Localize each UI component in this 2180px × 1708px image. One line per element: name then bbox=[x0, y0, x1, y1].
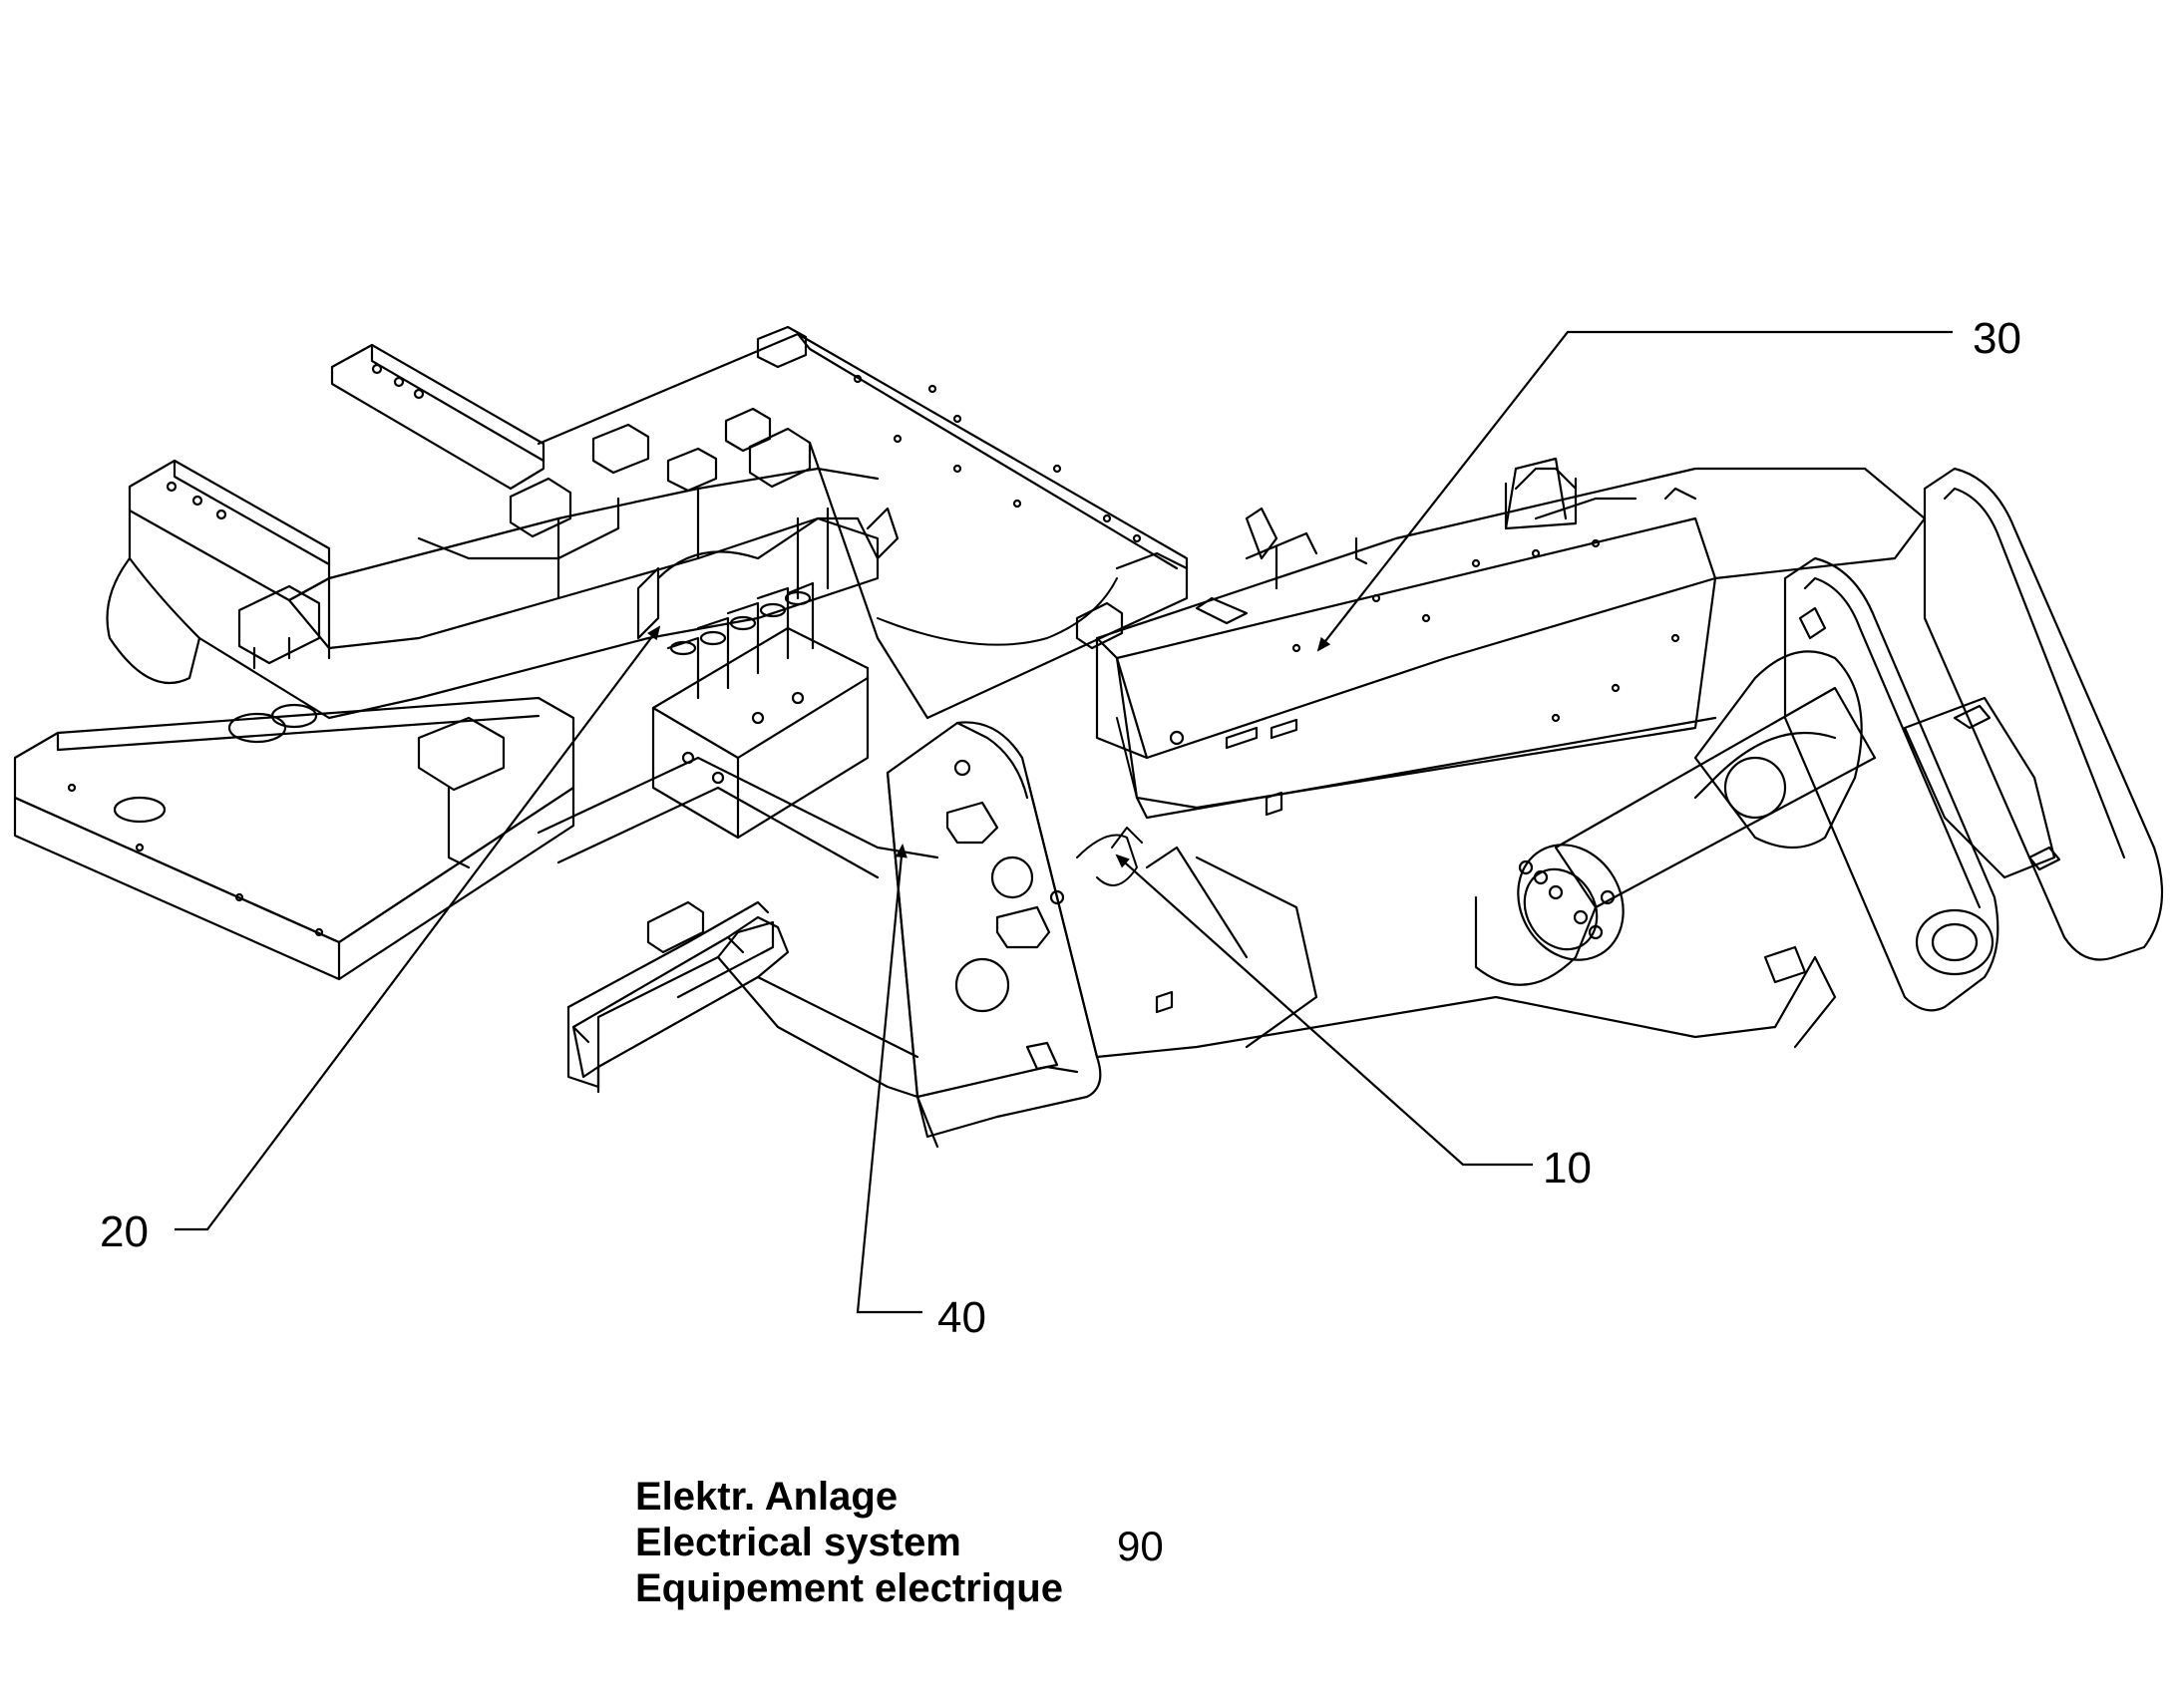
title-block: Elektr. Anlage Electrical system Equipem… bbox=[635, 1474, 1063, 1611]
valve-block bbox=[636, 507, 900, 840]
leader-line-30 bbox=[1316, 330, 1953, 652]
articulation-plate bbox=[886, 721, 1837, 1149]
title-english: Electrical system bbox=[635, 1521, 961, 1564]
title-french: Equipement electrique bbox=[635, 1566, 1063, 1610]
callout-40: 40 bbox=[937, 1293, 986, 1342]
leader-line-20 bbox=[175, 625, 661, 1231]
leader-line-40 bbox=[856, 844, 922, 1314]
lower-cross-bar bbox=[571, 915, 919, 1094]
group-number: 90 bbox=[1117, 1523, 1164, 1569]
leader-line-10 bbox=[1115, 854, 1533, 1167]
callout-30: 30 bbox=[1973, 314, 2021, 363]
rear-frame bbox=[13, 325, 1189, 1099]
wiring-harness bbox=[877, 577, 1143, 886]
callout-10: 10 bbox=[1543, 1144, 1592, 1193]
front-frame bbox=[1075, 457, 2164, 1012]
title-german: Elektr. Anlage bbox=[635, 1475, 899, 1519]
callout-20: 20 bbox=[100, 1207, 149, 1256]
